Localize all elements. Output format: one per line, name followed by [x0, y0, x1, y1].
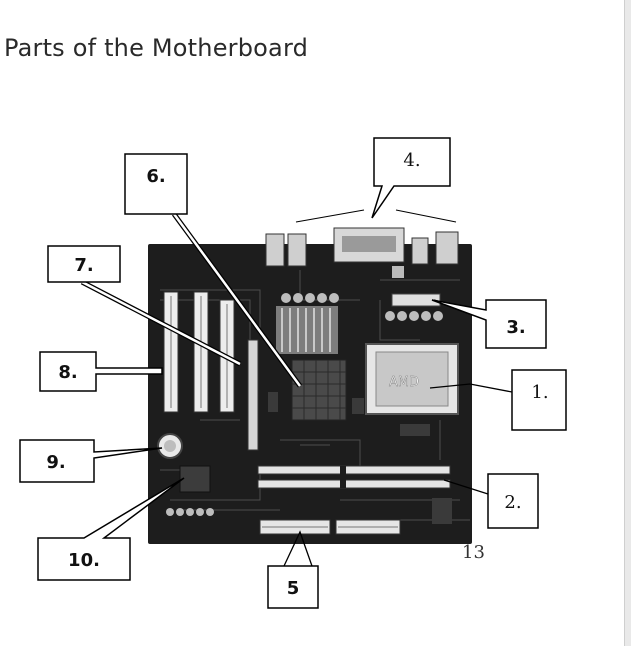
leader-line-1 [429, 383, 513, 393]
leader-line-6-inner [172, 213, 302, 387]
leader-line-7-inner [81, 280, 241, 366]
callout-label-2: 2. [504, 492, 521, 513]
power-connector [391, 293, 441, 307]
callout-2: 2. [487, 473, 539, 529]
ide-connectors [259, 519, 401, 535]
northbridge-heatsink [276, 306, 338, 354]
rear-io-ports [265, 227, 459, 278]
callout-label-6: 6. [146, 166, 165, 187]
expansion-slots [163, 291, 235, 413]
callout-7: 7. [47, 245, 121, 283]
capacitor-row-bottom [166, 508, 214, 516]
callout-3: 3. [431, 299, 547, 349]
callout-label-3: 3. [506, 317, 525, 338]
leader-line-4 [295, 209, 457, 223]
callout-label-4: 4. [403, 150, 420, 171]
callout-1: 1. [511, 369, 567, 431]
cpu-brand-label: AMD [389, 375, 419, 390]
callout-label-9: 9. [46, 452, 65, 473]
leader-line-5 [283, 530, 313, 567]
cpu-socket: AMD [365, 343, 459, 415]
capacitor-row-top [281, 293, 443, 321]
callout-label-7: 7. [74, 255, 93, 276]
callout-4: 4. [371, 137, 451, 219]
motherboard-image: AMD [148, 227, 485, 563]
callout-label-5: 5 [287, 578, 300, 599]
bios-chip [179, 465, 211, 493]
ram-slots [257, 465, 451, 489]
callout-10: 10. [37, 477, 185, 581]
callout-label-10: 10. [68, 550, 100, 571]
callout-9: 9. [19, 439, 163, 483]
callout-6: 6. [124, 153, 188, 215]
callouts: 4. 6. 7. 8. 9. 10. 3. [19, 137, 567, 609]
cmos-battery [157, 433, 183, 459]
callout-label-8: 8. [58, 362, 77, 383]
scrollbar-track[interactable] [624, 0, 631, 646]
callout-5: 5 [267, 565, 319, 609]
page-title: Parts of the Motherboard [4, 34, 309, 62]
agp-slot [247, 339, 259, 451]
callout-8: 8. [39, 351, 163, 392]
small-chips [268, 392, 452, 524]
page-number: 13 [462, 542, 485, 563]
callout-label-1: 1. [531, 382, 548, 403]
leader-line-2 [443, 479, 489, 495]
chipset [291, 359, 347, 421]
